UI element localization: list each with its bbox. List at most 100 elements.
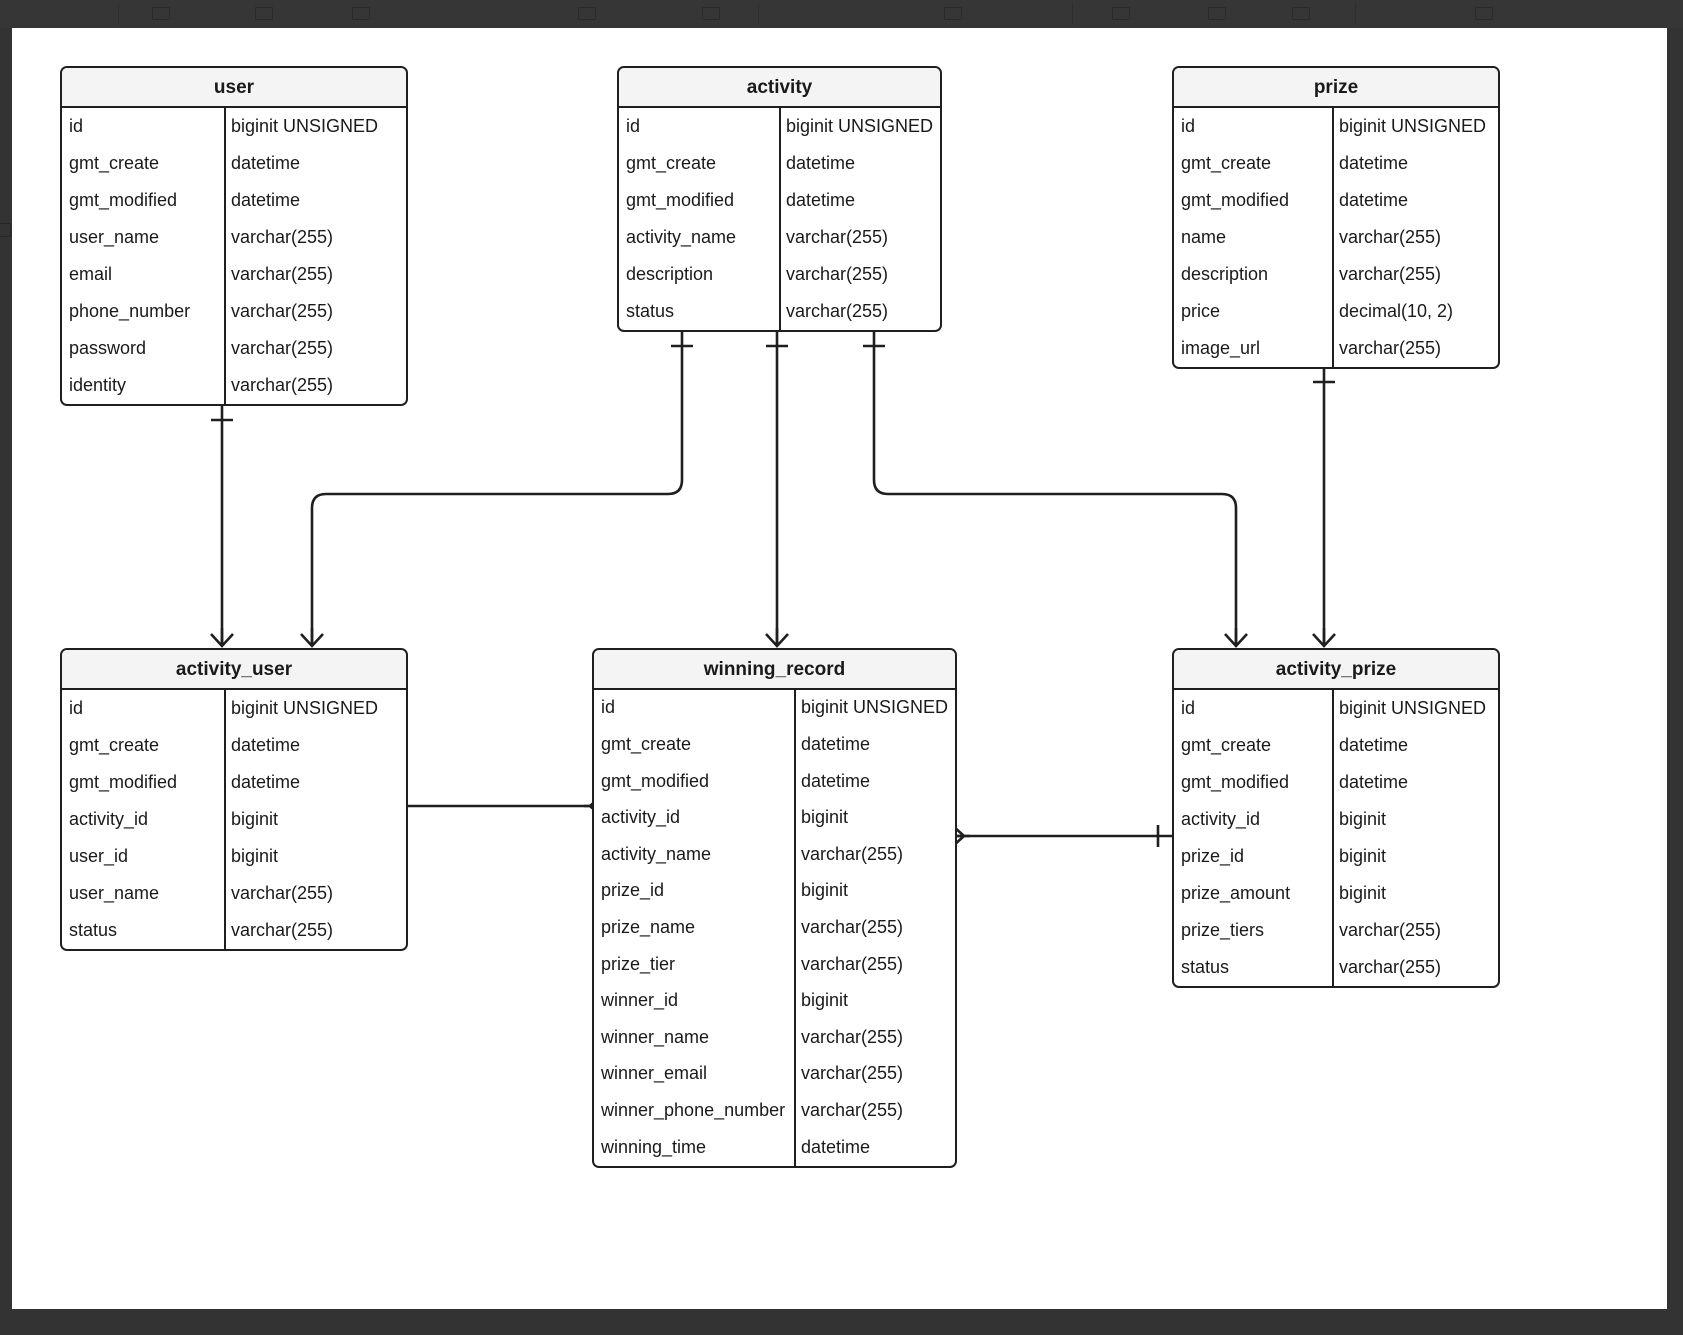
attribute-row: status varchar(255)	[62, 912, 406, 949]
attribute-name: id	[69, 697, 84, 718]
attribute-name: user_name	[69, 226, 160, 247]
attribute-name: description	[1181, 263, 1269, 284]
attribute-row: gmt_modified datetime	[594, 763, 955, 800]
attribute-name: gmt_create	[1181, 734, 1272, 755]
attribute-name: gmt_modified	[69, 189, 178, 210]
attribute-type: varchar(255)	[1339, 263, 1442, 284]
attribute-row: prize_id biginit	[594, 873, 955, 910]
attribute-type: datetime	[801, 1136, 871, 1157]
attribute-row: gmt_create datetime	[62, 727, 406, 764]
attribute-name: winner_id	[601, 990, 679, 1011]
attribute-type: varchar(255)	[231, 374, 334, 395]
entity-activity-prize[interactable]: activity_prize id biginit UNSIGNED gmt_c…	[1172, 648, 1500, 988]
attribute-type: datetime	[1339, 734, 1409, 755]
attribute-row: gmt_create datetime	[62, 145, 406, 182]
attribute-type: varchar(255)	[801, 1099, 904, 1120]
attribute-type: varchar(255)	[1339, 226, 1442, 247]
entity-user[interactable]: user id biginit UNSIGNED gmt_create date…	[60, 66, 408, 406]
attribute-type: datetime	[786, 189, 856, 210]
attribute-row: image_url varchar(255)	[1174, 330, 1498, 367]
attribute-row: gmt_create datetime	[1174, 145, 1498, 182]
attribute-name: user_id	[69, 845, 129, 866]
attribute-type: varchar(255)	[801, 843, 904, 864]
attribute-row: activity_id biginit	[1174, 801, 1498, 838]
attribute-name: gmt_create	[69, 152, 160, 173]
attribute-type: datetime	[231, 771, 301, 792]
attribute-row: user_name varchar(255)	[62, 219, 406, 256]
attribute-name: winning_time	[601, 1136, 707, 1157]
attribute-row: gmt_modified datetime	[1174, 764, 1498, 801]
attribute-row: description varchar(255)	[619, 256, 940, 293]
attribute-type: datetime	[231, 152, 301, 173]
toolbar-icon[interactable]	[1292, 7, 1310, 20]
attribute-row: id biginit UNSIGNED	[1174, 108, 1498, 145]
attribute-row: status varchar(255)	[619, 293, 940, 330]
attribute-name: prize_id	[1181, 845, 1245, 866]
entity-winning-record[interactable]: winning_record id biginit UNSIGNED gmt_c…	[592, 648, 957, 1168]
attribute-name: id	[1181, 697, 1196, 718]
attribute-type: biginit	[1339, 882, 1387, 903]
attribute-type: biginit UNSIGNED	[786, 115, 934, 136]
attribute-name: gmt_modified	[1181, 189, 1290, 210]
edge-crowsfoot	[1224, 633, 1248, 648]
entity-prize[interactable]: prize id biginit UNSIGNED gmt_create dat…	[1172, 66, 1500, 369]
edge-crowsfoot	[1312, 633, 1336, 648]
toolbar-icon[interactable]	[1208, 7, 1226, 20]
edge-crowsfoot	[300, 633, 324, 648]
attribute-type: varchar(255)	[1339, 956, 1442, 977]
attribute-type: datetime	[801, 733, 871, 754]
attribute-type: varchar(255)	[801, 1026, 904, 1047]
attribute-type: biginit UNSIGNED	[801, 697, 949, 718]
attribute-name: prize_id	[601, 880, 665, 901]
attribute-row: gmt_modified datetime	[62, 182, 406, 219]
attribute-type: datetime	[1339, 189, 1409, 210]
toolbar-icon[interactable]	[255, 7, 273, 20]
attribute-row: password varchar(255)	[62, 330, 406, 367]
attribute-row: activity_name varchar(255)	[594, 836, 955, 873]
attribute-name: prize_name	[601, 916, 696, 937]
attribute-type: varchar(255)	[231, 226, 334, 247]
toolbar-icon[interactable]	[352, 7, 370, 20]
attribute-row: activity_id biginit	[594, 800, 955, 837]
app-toolbar[interactable]	[0, 0, 1683, 28]
toolbar-icon[interactable]	[702, 7, 720, 20]
toolbar-icon[interactable]	[578, 7, 596, 20]
attribute-row: gmt_modified datetime	[62, 764, 406, 801]
attribute-type: datetime	[801, 770, 871, 791]
attribute-name: activity_name	[601, 843, 712, 864]
attribute-row: winner_id biginit	[594, 983, 955, 1020]
attribute-row: prize_id biginit	[1174, 838, 1498, 875]
attribute-type: decimal(10, 2)	[1339, 300, 1454, 321]
left-rail	[0, 28, 12, 1335]
attribute-name: winner_phone_number	[601, 1099, 786, 1120]
attribute-name: price	[1181, 300, 1221, 321]
right-rail	[1667, 28, 1683, 1335]
attribute-name: email	[69, 263, 113, 284]
attribute-name: id	[626, 115, 641, 136]
entity-attributes: id biginit UNSIGNED gmt_create datetime …	[1174, 108, 1498, 367]
attribute-row: email varchar(255)	[62, 256, 406, 293]
shape-library-icon[interactable]	[0, 223, 11, 237]
attribute-type: varchar(255)	[801, 953, 904, 974]
attribute-type: varchar(255)	[231, 337, 334, 358]
attribute-name: winner_name	[601, 1026, 710, 1047]
toolbar-icon[interactable]	[152, 7, 170, 20]
attribute-row: id biginit UNSIGNED	[62, 108, 406, 145]
attribute-type: biginit UNSIGNED	[231, 697, 379, 718]
attribute-name: gmt_create	[601, 733, 692, 754]
entity-activity-user[interactable]: activity_user id biginit UNSIGNED gmt_cr…	[60, 648, 408, 951]
attribute-type: biginit	[1339, 845, 1387, 866]
diagram-canvas[interactable]: user id biginit UNSIGNED gmt_create date…	[12, 28, 1667, 1309]
attribute-row: user_name varchar(255)	[62, 875, 406, 912]
toolbar-icon[interactable]	[1112, 7, 1130, 20]
attribute-name: gmt_create	[69, 734, 160, 755]
attribute-name: prize_amount	[1181, 882, 1291, 903]
entity-activity[interactable]: activity id biginit UNSIGNED gmt_create …	[617, 66, 942, 332]
attribute-row: phone_number varchar(255)	[62, 293, 406, 330]
toolbar-icon[interactable]	[944, 7, 962, 20]
attribute-row: id biginit UNSIGNED	[594, 690, 955, 727]
toolbar-icon[interactable]	[1475, 7, 1493, 20]
attribute-type: varchar(255)	[1339, 919, 1442, 940]
attribute-name: id	[601, 697, 616, 718]
